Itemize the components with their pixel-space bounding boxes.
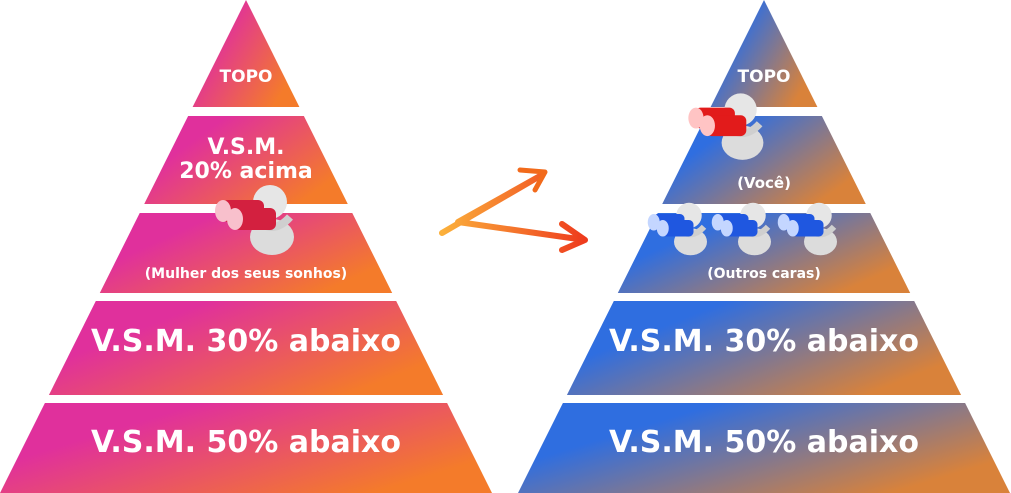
tier-label: V.S.M. 50% abaixo — [609, 425, 919, 460]
tier-label: TOPO — [738, 67, 791, 87]
tier-label: (Você) — [737, 174, 791, 192]
tier-label: (Mulher dos seus sonhos) — [145, 266, 347, 282]
pyramid-tier-1: TOPO — [710, 0, 818, 107]
left-pyramid: TOPO V.S.M.20% acima (Mulher dos seus sonh… — [0, 0, 492, 493]
binocular-person-icon — [647, 202, 707, 256]
tier-shape — [662, 116, 866, 204]
binocular-person-icon — [688, 93, 764, 160]
binocular-person-icon — [215, 185, 294, 255]
tier-label: (Outros caras) — [707, 266, 821, 282]
transition-arrow-icon — [439, 167, 588, 253]
pyramid-tier-1: TOPO — [192, 0, 300, 107]
tier-shape — [99, 213, 393, 293]
tier-shape — [518, 403, 1010, 493]
tier-label: V.S.M. — [208, 135, 285, 160]
tier-shape — [710, 0, 818, 107]
tier-label: V.S.M. 30% abaixo — [91, 324, 401, 359]
tier-label: 20% acima — [179, 159, 313, 184]
binocular-person-icon — [711, 202, 771, 256]
tier-label: V.S.M. 30% abaixo — [609, 324, 919, 359]
tier-label: V.S.M. 50% abaixo — [91, 425, 401, 460]
pyramid-tier-4: V.S.M. 30% abaixo — [48, 301, 444, 395]
tier-shape — [192, 0, 300, 107]
tier-shape — [566, 301, 962, 395]
pyramid-tier-5: V.S.M. 50% abaixo — [0, 403, 492, 493]
pyramid-tier-5: V.S.M. 50% abaixo — [518, 403, 1010, 493]
pyramid-tier-3: (Mulher dos seus sonhos) — [99, 213, 393, 293]
pyramid-tier-4: V.S.M. 30% abaixo — [566, 301, 962, 395]
pyramid-tier-2: V.S.M.20% acima — [144, 116, 348, 204]
pyramid-tier-2: (Você) — [662, 116, 866, 204]
tier-shape — [144, 116, 348, 204]
tier-shape — [0, 403, 492, 493]
binocular-person-icon — [777, 202, 837, 256]
tier-label: TOPO — [220, 67, 273, 87]
tier-shape — [48, 301, 444, 395]
